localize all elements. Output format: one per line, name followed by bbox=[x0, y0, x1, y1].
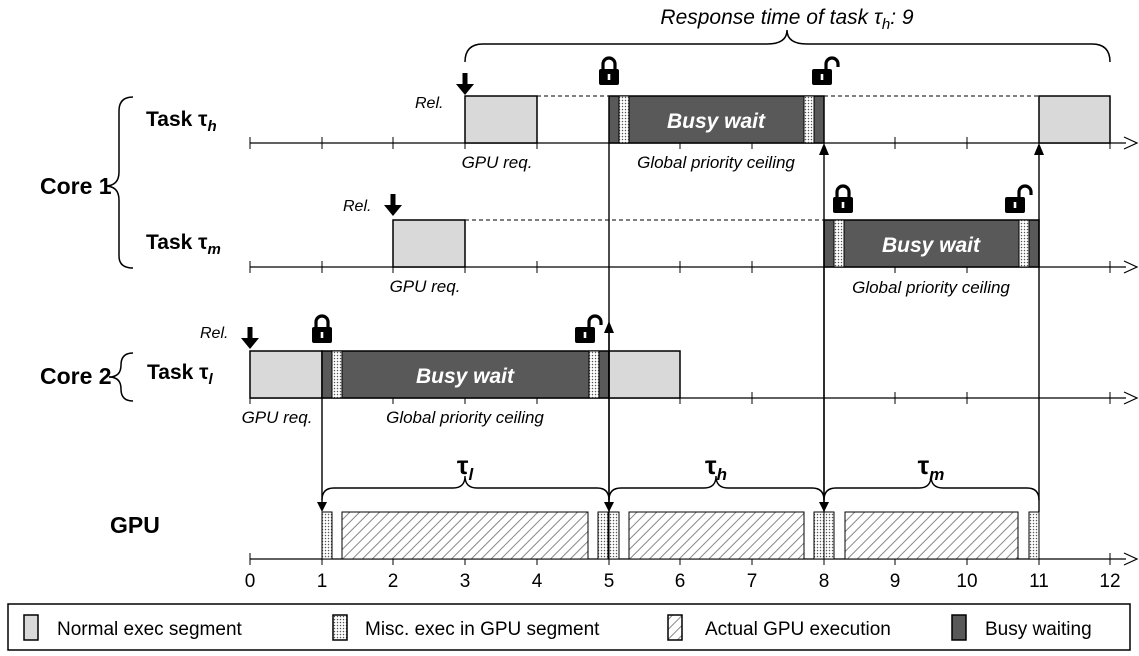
timeline-task-m: Busy wait bbox=[249, 219, 1139, 274]
segment-gpu bbox=[628, 511, 805, 560]
segment-misc bbox=[608, 511, 620, 560]
gpu-req-label: GPU req. bbox=[242, 408, 313, 427]
global-ceiling-label: Global priority ceiling bbox=[852, 278, 1010, 297]
legend-swatch-busy bbox=[951, 614, 967, 641]
global-ceiling-label: Global priority ceiling bbox=[637, 153, 795, 172]
gpu-group-brace bbox=[823, 475, 1040, 501]
segment-busy bbox=[823, 219, 1040, 268]
down-arrow-icon bbox=[456, 73, 474, 95]
legend-label: Actual GPU execution bbox=[705, 619, 891, 640]
core1-brace bbox=[104, 96, 134, 269]
segment-misc bbox=[321, 511, 333, 560]
segment-misc bbox=[813, 511, 825, 560]
core2-label: Core 2 bbox=[40, 363, 112, 389]
axis-tick-label: 0 bbox=[245, 571, 256, 592]
axis-tick-label: 2 bbox=[388, 571, 399, 592]
busy-wait-label: Busy wait bbox=[882, 234, 981, 257]
busy-wait-label: Busy wait bbox=[416, 365, 515, 388]
gpu-group-label: τm bbox=[918, 450, 945, 484]
global-ceiling-label: Global priority ceiling bbox=[386, 408, 544, 427]
timeline-task-l: Busy wait bbox=[249, 350, 1139, 405]
legend-swatch-gpu bbox=[667, 614, 683, 641]
axis-tick-label: 3 bbox=[460, 571, 471, 592]
gpu-group-brace bbox=[321, 475, 610, 501]
completion-arrows bbox=[608, 150, 1040, 512]
segment-gpu bbox=[844, 511, 1019, 560]
busy-wait-label: Busy wait bbox=[667, 110, 766, 133]
segment-normal bbox=[608, 350, 681, 399]
response-time-title: Response time of task τh: 9 bbox=[660, 6, 913, 33]
legend-label: Normal exec segment bbox=[57, 619, 243, 640]
lock-icon bbox=[597, 56, 621, 87]
gpu-req-label: GPU req. bbox=[390, 277, 461, 296]
segment-misc bbox=[803, 95, 815, 144]
gpu-group-brace bbox=[608, 475, 825, 501]
core1-label: Core 1 bbox=[40, 173, 112, 199]
segment-misc bbox=[618, 95, 630, 144]
lock-icon bbox=[310, 314, 334, 345]
segment-normal bbox=[249, 350, 323, 399]
lock-icon bbox=[831, 184, 855, 215]
legend-box bbox=[7, 603, 1131, 651]
segment-busy bbox=[608, 95, 825, 144]
segment-normal bbox=[464, 95, 538, 144]
legend-swatch-normal bbox=[23, 614, 39, 641]
gpu-req-label: GPU req. bbox=[462, 153, 533, 172]
response-time-brace bbox=[464, 29, 1111, 63]
segment-busy bbox=[321, 350, 610, 399]
request-arrows bbox=[321, 143, 825, 503]
release-label: Rel. bbox=[343, 198, 371, 215]
release-label: Rel. bbox=[200, 325, 228, 342]
segment-gpu bbox=[341, 511, 589, 560]
down-arrow-icon bbox=[384, 194, 402, 216]
axis-tick-label: 1 bbox=[317, 571, 328, 592]
segment-normal bbox=[392, 219, 466, 268]
axis-tick-label: 4 bbox=[532, 571, 543, 592]
legend-swatch-misc bbox=[332, 614, 348, 641]
segment-misc bbox=[1018, 219, 1030, 268]
axis-tick-label: 6 bbox=[675, 571, 686, 592]
request-arrowheads bbox=[317, 502, 829, 512]
gpu-label: GPU bbox=[110, 512, 160, 538]
axis-tick-label: 7 bbox=[747, 571, 758, 592]
task-h-label: Task τh bbox=[146, 108, 217, 135]
timeline-gpu bbox=[249, 511, 1139, 566]
legend: Normal exec segment Misc. exec in GPU se… bbox=[7, 603, 1131, 651]
axis-tick-label: 5 bbox=[604, 571, 615, 592]
gpu-group-label: τh bbox=[705, 450, 727, 484]
axis-tick-labels: 0 1 2 3 4 5 6 7 8 9 10 11 12 bbox=[245, 571, 1121, 592]
core2-brace bbox=[108, 352, 134, 402]
legend-label: Misc. exec in GPU segment bbox=[365, 619, 600, 640]
gpu-group-label: τl bbox=[457, 450, 475, 484]
axis-tick-label: 11 bbox=[1029, 571, 1049, 592]
segment-misc bbox=[331, 350, 343, 399]
segment-misc bbox=[588, 350, 600, 399]
task-l-label: Task τl bbox=[147, 361, 214, 388]
unlock-icon bbox=[573, 314, 603, 345]
unlock-icon bbox=[1003, 184, 1033, 215]
task-m-label: Task τm bbox=[146, 231, 221, 258]
axis-tick-label: 9 bbox=[890, 571, 901, 592]
down-arrow-icon bbox=[241, 327, 259, 349]
segment-misc bbox=[1028, 511, 1040, 560]
completion-arrowheads bbox=[604, 143, 1044, 333]
timeline-task-h: Busy wait bbox=[249, 95, 1139, 150]
segment-misc bbox=[823, 511, 835, 560]
axis-tick-label: 10 bbox=[956, 571, 977, 592]
axis-tick-label: 8 bbox=[819, 571, 830, 592]
legend-label: Busy waiting bbox=[985, 619, 1092, 640]
segment-normal bbox=[1038, 95, 1111, 144]
release-label: Rel. bbox=[415, 95, 443, 112]
segment-misc bbox=[597, 511, 609, 560]
unlock-icon bbox=[810, 56, 840, 87]
axis-tick-label: 12 bbox=[1099, 571, 1120, 592]
segment-misc bbox=[833, 219, 845, 268]
